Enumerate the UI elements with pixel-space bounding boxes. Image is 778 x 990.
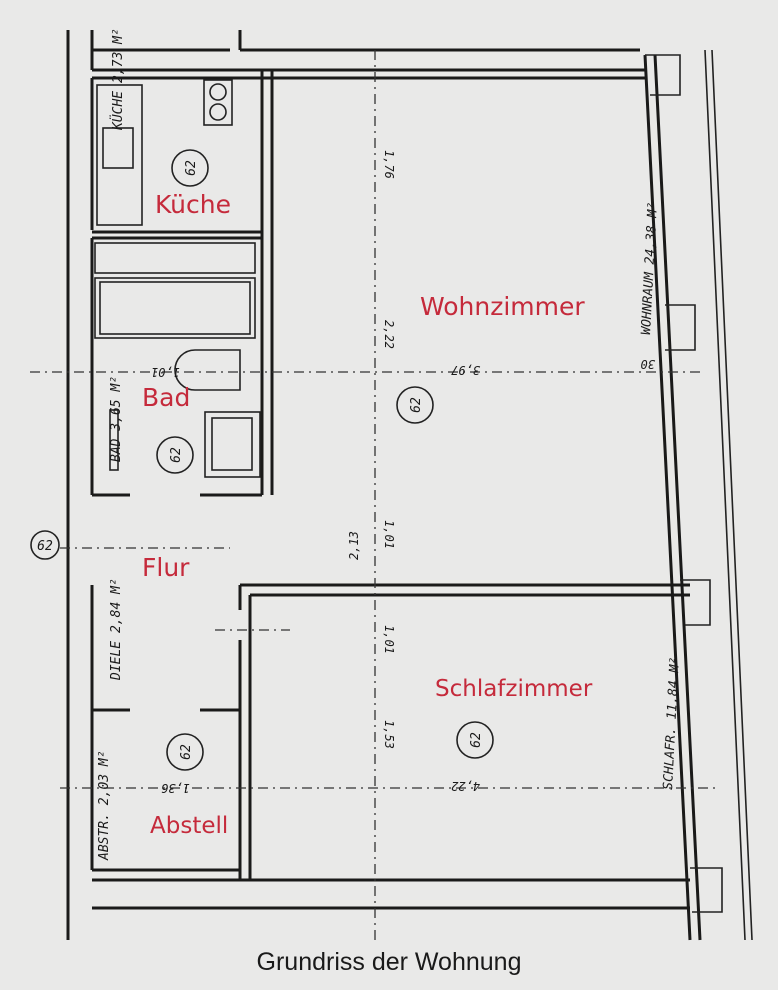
svg-text:62: 62 — [469, 732, 484, 748]
svg-text:4,22: 4,22 — [451, 779, 480, 793]
svg-text:KÜCHE 2,73 M²: KÜCHE 2,73 M² — [109, 28, 126, 131]
svg-text:1,01: 1,01 — [382, 520, 396, 549]
svg-text:62: 62 — [409, 397, 424, 413]
dimensions: 3,97 4,22 1,76 2,22 2,13 1,01 1,01 1,53 … — [151, 150, 656, 795]
room-label-bad: Bad — [142, 383, 191, 412]
svg-text:ABSTR. 2,03 M²: ABSTR. 2,03 M² — [97, 750, 112, 861]
room-label-wohnzimmer: Wohnzimmer — [420, 292, 585, 321]
room-label-flur: Flur — [142, 553, 190, 582]
svg-text:2,13: 2,13 — [347, 531, 361, 560]
plan-caption: Grundriss der Wohnung — [256, 948, 522, 976]
svg-text:2,22: 2,22 — [382, 320, 396, 349]
walls — [66, 30, 753, 941]
svg-text:1,01: 1,01 — [151, 365, 180, 379]
svg-text:3,97: 3,97 — [450, 363, 481, 377]
svg-text:62: 62 — [179, 744, 194, 760]
svg-text:WOHNRAUM 24,38 M²: WOHNRAUM 24,38 M² — [639, 202, 661, 336]
svg-text:1,01: 1,01 — [382, 625, 396, 654]
svg-text:1,76: 1,76 — [382, 150, 396, 179]
svg-text:SCHLAFR. 11,84 M²: SCHLAFR. 11,84 M² — [661, 657, 683, 791]
svg-text:62: 62 — [37, 539, 53, 554]
svg-text:BAD 3,65 M²: BAD 3,65 M² — [109, 376, 124, 462]
area-annotations: KÜCHE 2,73 M² WOHNRAUM 24,38 M² BAD 3,65… — [97, 28, 683, 861]
room-label-schlafzimmer: Schlafzimmer — [435, 676, 593, 702]
svg-text:62: 62 — [184, 160, 199, 176]
fixtures — [94, 79, 261, 478]
svg-text:62: 62 — [169, 447, 184, 463]
svg-text:1,53: 1,53 — [382, 720, 396, 749]
svg-text:1,36: 1,36 — [161, 781, 190, 795]
svg-text:30: 30 — [641, 357, 656, 371]
svg-text:DIELE 2,84 M²: DIELE 2,84 M² — [109, 578, 124, 681]
room-label-kueche: Küche — [155, 190, 231, 219]
room-markers: 62 62 62 62 62 62 — [30, 149, 494, 771]
room-label-abstell: Abstell — [150, 813, 229, 839]
grid-axes — [30, 50, 720, 940]
